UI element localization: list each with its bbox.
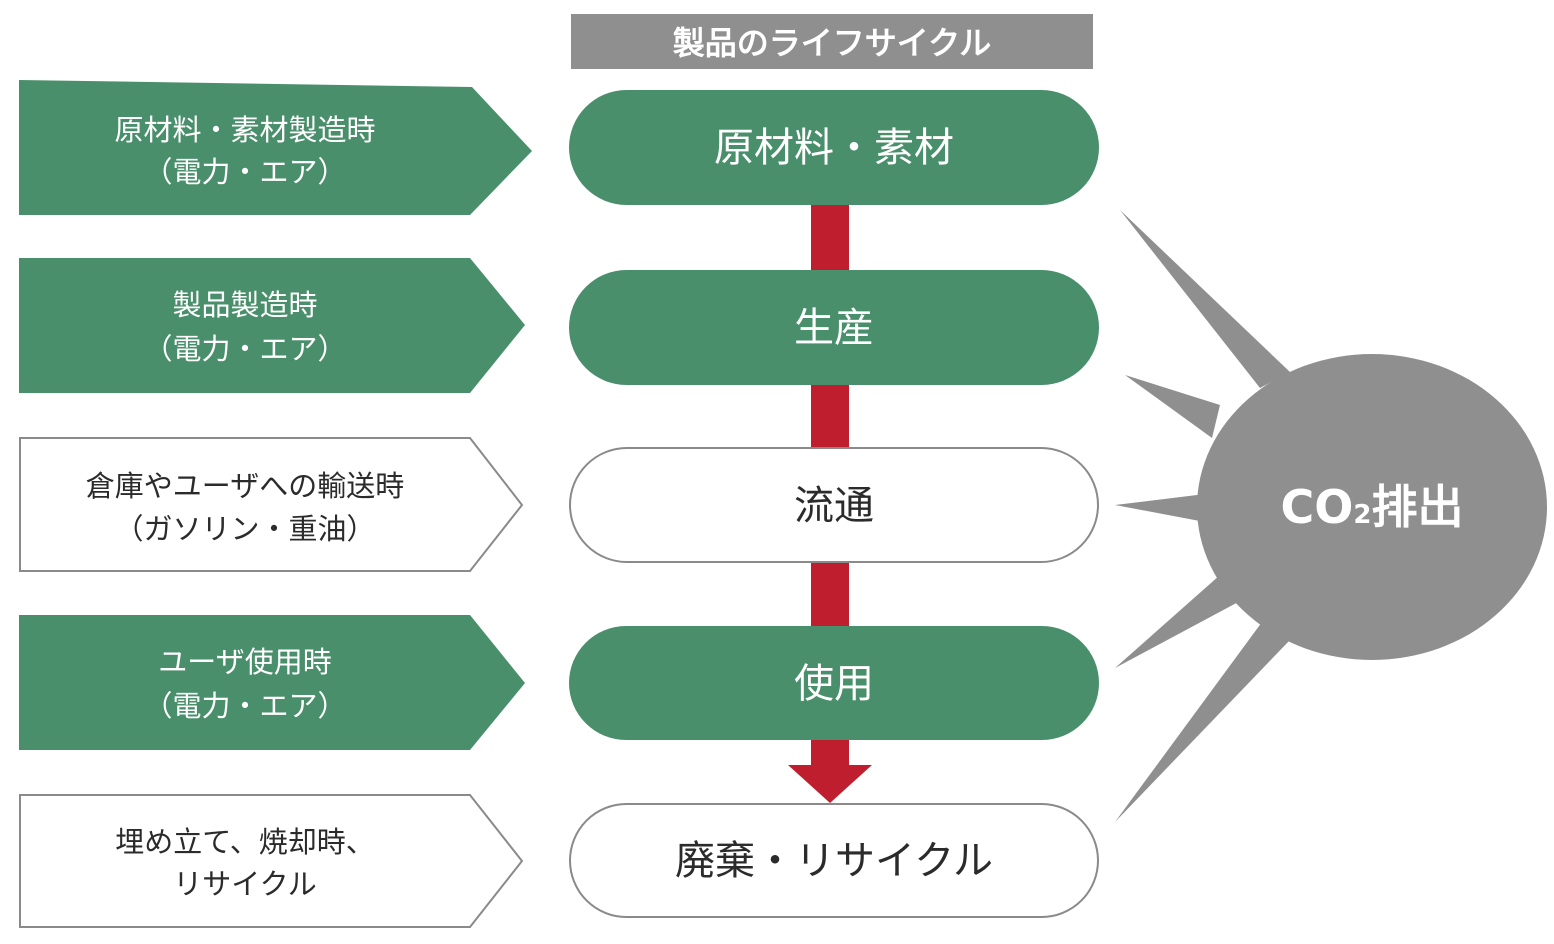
source-5: 埋め立て、焼却時、 リサイクル — [19, 794, 524, 928]
source-4: ユーザ使用時 （電力・エア） — [19, 615, 525, 750]
stage-2: 生産 — [569, 270, 1099, 385]
stage-label: 原材料・素材 — [714, 125, 954, 171]
co2-spike-2 — [1125, 375, 1220, 438]
co2-subscript: 2 — [1353, 500, 1371, 530]
stage-pill — [569, 90, 1099, 205]
source-line1: 埋め立て、焼却時、 — [115, 825, 375, 859]
co2-burst: CO2排出 — [1115, 210, 1547, 822]
stage-4: 使用 — [569, 626, 1099, 740]
source-2: 製品製造時 （電力・エア） — [19, 258, 525, 393]
co2-prefix: CO — [1281, 480, 1354, 534]
stage-label: 流通 — [794, 483, 874, 529]
stage-1: 原材料・素材 — [569, 90, 1099, 205]
co2-ellipse — [1197, 354, 1547, 660]
co2-suffix: 排出 — [1371, 480, 1463, 534]
source-line1: 原材料・素材製造時 — [114, 113, 375, 147]
source-line1: 倉庫やユーザへの輸送時 — [86, 469, 404, 503]
source-shape — [19, 615, 525, 750]
stage-pill — [569, 803, 1099, 918]
stage-label: 使用 — [794, 661, 874, 707]
flow-arrow-head — [788, 765, 872, 803]
co2-spike-5 — [1115, 622, 1290, 822]
stage-5: 廃棄・リサイクル — [569, 803, 1099, 918]
source-1: 原材料・素材製造時 （電力・エア） — [19, 80, 532, 215]
source-line2: （電力・エア） — [143, 689, 346, 723]
stage-3: 流通 — [569, 447, 1099, 563]
source-shape — [19, 258, 525, 393]
stage-pill — [569, 626, 1099, 740]
source-line1: ユーザ使用時 — [158, 645, 331, 679]
stage-label: 廃棄・リサイクル — [675, 838, 993, 884]
source-line2: リサイクル — [173, 867, 317, 901]
stage-pill — [569, 447, 1099, 563]
diagram-title: 製品のライフサイクル — [673, 24, 991, 62]
source-line1: 製品製造時 — [172, 288, 317, 322]
co2-spike-3 — [1115, 494, 1205, 522]
source-shape — [19, 794, 524, 928]
source-line2: （電力・エア） — [143, 155, 346, 189]
co2-label: CO2排出 — [1281, 480, 1464, 534]
source-shape — [19, 437, 524, 572]
source-shape — [19, 80, 532, 215]
title-bar — [571, 14, 1093, 69]
stage-pill — [569, 270, 1099, 385]
co2-spike-4 — [1115, 575, 1242, 668]
source-line2: （ガソリン・重油） — [114, 512, 375, 546]
source-line2: （電力・エア） — [143, 332, 346, 366]
co2-spike-1 — [1120, 210, 1290, 388]
stage-label: 生産 — [794, 305, 874, 351]
source-3: 倉庫やユーザへの輸送時 （ガソリン・重油） — [19, 437, 524, 572]
